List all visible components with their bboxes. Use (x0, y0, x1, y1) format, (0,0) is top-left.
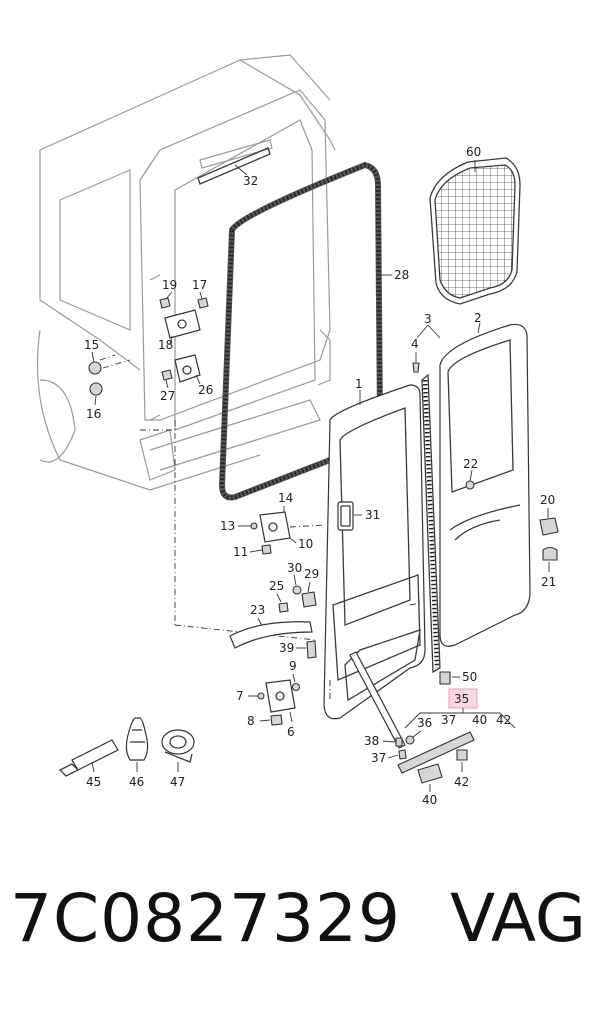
callout-19: 19 (162, 278, 177, 292)
handle-strip-assembly: 38 37 42 40 (364, 730, 475, 807)
callout-35: 35 (454, 692, 469, 706)
callout-13: 13 (220, 519, 235, 533)
part-20-21-bump-stops: 20 21 (539, 493, 559, 589)
callout-27: 27 (160, 389, 175, 403)
part-60-window-grille: 60 (429, 145, 521, 305)
callout-20: 20 (540, 493, 555, 507)
callout-29: 29 (304, 567, 319, 581)
hinge-10: 14 13 10 11 (220, 491, 313, 559)
part-1-left-door: 31 1 (323, 377, 426, 720)
brand-label: VAG (449, 880, 586, 957)
callout-32: 32 (243, 174, 258, 188)
callout-10: 10 (298, 537, 313, 551)
callout-16: 16 (86, 407, 101, 421)
callout-9: 9 (289, 659, 297, 673)
callout-42: 42 (496, 713, 511, 727)
callout-8: 8 (247, 714, 255, 728)
part-28-door-seal: 28 (218, 161, 409, 501)
callout-39: 39 (279, 641, 294, 655)
callout-28: 28 (394, 268, 409, 282)
parts-15-16-bolts: 15 16 (84, 338, 131, 421)
part-2-right-door: 22 2 (439, 311, 531, 647)
hinge-upper-cluster: 19 17 18 (158, 278, 209, 352)
callout-23: 23 (250, 603, 265, 617)
callout-50: 50 (462, 670, 477, 684)
callout-46: 46 (129, 775, 144, 789)
callout-31: 31 (365, 508, 380, 522)
callout-40b: 40 (422, 793, 437, 807)
callout-45: 45 (86, 775, 101, 789)
strut-and-bolt-50: 50 (349, 651, 477, 749)
part-number: 7C0827329 (10, 880, 402, 957)
van-body-outline (36, 54, 336, 491)
callout-7: 7 (236, 689, 244, 703)
callout-1: 1 (355, 377, 363, 391)
callout-14: 14 (278, 491, 293, 505)
part-3-vertical-seal: 3 4 (411, 312, 441, 674)
hinge-26-27: 27 26 (160, 354, 316, 641)
callout-18: 18 (158, 338, 173, 352)
exploded-parts-diagram: 32 28 60 31 1 (36, 54, 559, 807)
callout-21: 21 (541, 575, 556, 589)
callout-37b: 37 (371, 751, 386, 765)
callout-3: 3 (424, 312, 432, 326)
callout-25: 25 (269, 579, 284, 593)
callout-38: 38 (364, 734, 379, 748)
callout-30: 30 (287, 561, 302, 575)
callout-42b: 42 (454, 775, 469, 789)
part-35-group: 35 36 37 40 42 (404, 688, 516, 730)
callout-15: 15 (84, 338, 99, 352)
callout-40: 40 (472, 713, 487, 727)
callout-36: 36 (417, 716, 432, 730)
callout-2: 2 (474, 311, 482, 325)
part-32-roof-seal: 32 (197, 147, 271, 188)
callout-26: 26 (198, 383, 213, 397)
callout-37: 37 (441, 713, 456, 727)
door-stop-23-29-30-25: 30 29 25 23 (229, 561, 319, 649)
callout-4: 4 (411, 337, 419, 351)
hinge-6: 9 7 6 8 (236, 659, 331, 739)
callout-60: 60 (466, 145, 481, 159)
callout-17: 17 (192, 278, 207, 292)
footer: 7C0827329 VAG (0, 880, 600, 990)
consumables: 45 46 47 (58, 717, 195, 789)
callout-47: 47 (170, 775, 185, 789)
callout-6: 6 (287, 725, 295, 739)
callout-11: 11 (233, 545, 248, 559)
bolt-39: 39 (279, 640, 317, 659)
callout-22: 22 (463, 457, 478, 471)
